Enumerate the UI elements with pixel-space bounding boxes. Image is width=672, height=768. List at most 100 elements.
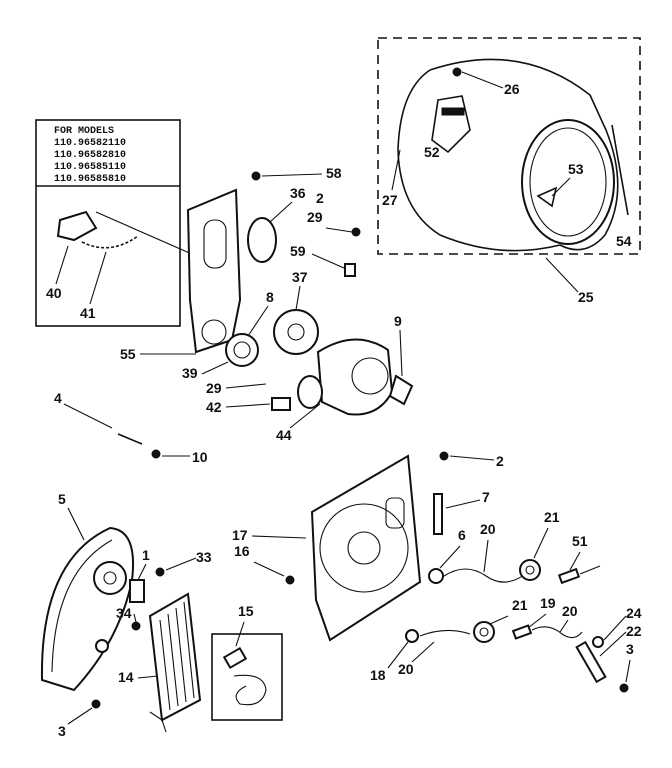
model-box: FOR MODELS 110.96582110 110.96582810 110…	[35, 119, 211, 327]
leader-36	[269, 201, 293, 223]
wire-51	[579, 565, 601, 575]
drum-assembly	[377, 37, 641, 255]
leader-26	[461, 71, 504, 89]
callout-8: 8	[266, 289, 274, 305]
bulkhead-panel	[186, 188, 242, 354]
roller-21b-hub	[479, 627, 489, 637]
bracket-1	[129, 579, 145, 603]
wire-loop	[233, 674, 267, 706]
leader-41	[89, 251, 107, 305]
model-box-header: FOR MODELS	[54, 126, 114, 137]
front-panel-17	[310, 454, 422, 642]
callout-44: 44	[276, 427, 292, 443]
callout-20a: 20	[480, 521, 496, 537]
leader-20c	[411, 641, 435, 663]
leader-20a	[483, 539, 489, 573]
callout-19: 19	[540, 595, 556, 611]
leader-51	[569, 551, 581, 571]
model-box-frame	[35, 119, 181, 327]
motor-pulley	[297, 375, 323, 409]
leader-34	[133, 613, 137, 623]
leader-33	[165, 557, 197, 571]
callout-3b: 3	[58, 723, 66, 739]
callout-7: 7	[482, 489, 490, 505]
callout-20b: 20	[562, 603, 578, 619]
callout-5: 5	[58, 491, 66, 507]
callout-21b: 21	[512, 597, 528, 613]
model-number-3: 110.96585110	[54, 162, 126, 173]
callout-52: 52	[424, 144, 440, 160]
callout-53: 53	[568, 161, 584, 177]
heater-frame	[148, 592, 202, 722]
motor-end-cap	[351, 357, 389, 395]
callout-40: 40	[46, 285, 62, 301]
idler-hub	[103, 571, 117, 585]
leader-42	[225, 403, 271, 408]
callout-26: 26	[504, 81, 520, 97]
drum-dashed-box	[377, 37, 641, 255]
leader-39	[201, 361, 229, 375]
rollers-chain-upper	[443, 559, 601, 585]
leader-27	[391, 149, 401, 191]
front-panel-opening	[319, 503, 409, 593]
screw-10-head	[151, 449, 161, 459]
drum-screw	[452, 67, 462, 77]
seal-ring-36	[247, 217, 277, 263]
callout-29b: 29	[206, 380, 222, 396]
clamp-42	[271, 397, 291, 411]
front-panel-vent	[385, 497, 405, 529]
leader-3b	[67, 707, 93, 725]
screw-4-shaft	[117, 433, 143, 445]
leader-44	[289, 403, 321, 429]
callout-29a: 29	[307, 209, 323, 225]
leader-6	[439, 545, 461, 569]
callout-17: 17	[232, 527, 248, 543]
leader-18	[387, 641, 409, 669]
baffle-slot	[441, 107, 465, 116]
leader-9	[399, 329, 403, 377]
callout-22: 22	[626, 623, 642, 639]
callout-54: 54	[616, 233, 632, 249]
part-6	[428, 568, 444, 584]
blower-wheel-hub	[287, 323, 305, 341]
leader-59	[311, 253, 345, 269]
leader-5	[67, 507, 85, 541]
leader-40	[55, 245, 69, 285]
screw-4-assembly	[117, 433, 161, 459]
callout-34: 34	[116, 605, 132, 621]
drum-front-opening	[529, 127, 607, 237]
callout-21a: 21	[544, 509, 560, 525]
screw-29a	[351, 227, 361, 237]
wire-lower	[419, 629, 471, 637]
leader-58	[261, 173, 323, 177]
belt-assembly	[40, 526, 165, 709]
blower-wheel-37	[273, 309, 319, 355]
drum-shell-lower	[397, 69, 561, 252]
part-19	[511, 624, 533, 640]
bulkhead-port	[201, 319, 227, 345]
part-59	[344, 263, 356, 277]
part-51	[557, 567, 581, 585]
callout-59: 59	[290, 243, 306, 259]
heater-element-14	[148, 592, 202, 733]
roller-21a	[519, 559, 541, 581]
heater-coils	[159, 601, 195, 711]
leader-16	[253, 561, 285, 577]
callout-20c: 20	[398, 661, 414, 677]
wire-upper	[443, 568, 529, 583]
screw-34	[131, 621, 141, 631]
leader-2b	[449, 455, 495, 461]
leader-1	[137, 563, 147, 581]
motor-clip-9	[388, 374, 414, 406]
leader-25	[545, 257, 579, 293]
callout-39: 39	[182, 365, 198, 381]
leader-29a	[325, 227, 353, 233]
callout-4: 4	[54, 390, 62, 406]
strip-7	[433, 493, 443, 535]
drum-baffle	[431, 95, 471, 154]
front-bulkhead	[285, 451, 449, 643]
leader-29b	[225, 383, 267, 389]
part-18	[405, 629, 419, 643]
leader-14	[137, 675, 159, 679]
